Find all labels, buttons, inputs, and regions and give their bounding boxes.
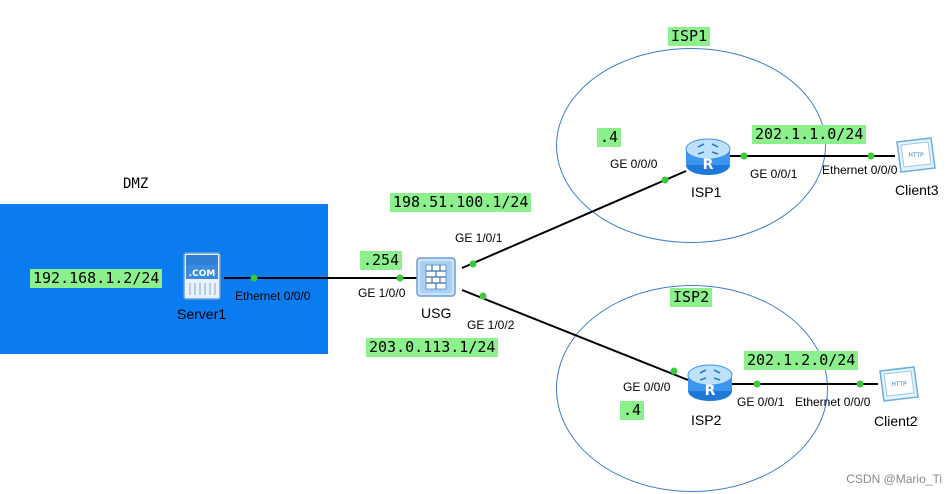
server1-label: Server1 <box>177 306 227 322</box>
client-glyph: HTTP <box>891 381 907 388</box>
ip-tag: 198.51.100.1/24 <box>390 193 532 212</box>
port-dot <box>661 176 669 184</box>
port-label: GE 0/0/1 <box>750 167 798 181</box>
ip-tag: .254 <box>360 251 403 270</box>
port-dot <box>867 152 875 160</box>
port-label: Ethernet 0/0/0 <box>822 163 898 177</box>
isp1-router-label: ISP1 <box>691 184 722 200</box>
http-client-icon[interactable]: HTTP <box>893 136 939 180</box>
usg-label: USG <box>421 305 452 321</box>
isp1-zone <box>556 48 826 243</box>
client-glyph: HTTP <box>908 152 924 159</box>
svg-text:R: R <box>703 157 714 173</box>
port-dot <box>856 380 864 388</box>
port-dot <box>479 292 487 300</box>
web-server-icon[interactable]: .COM <box>182 251 224 307</box>
http-client-icon[interactable]: HTTP <box>876 365 922 409</box>
port-label: GE 0/0/0 <box>623 380 671 394</box>
server-glyph: .COM <box>189 269 216 279</box>
ip-tag: 203.0.113.1/24 <box>366 338 499 357</box>
port-dot <box>250 274 258 282</box>
port-label: GE 1/0/0 <box>358 286 406 300</box>
port-dot <box>740 152 748 160</box>
ip-tag: 202.1.2.0/24 <box>744 351 859 370</box>
link-usg-isp1 <box>461 170 687 269</box>
link-usg-isp2 <box>461 289 689 381</box>
firewall-icon[interactable] <box>414 255 460 305</box>
port-label: GE 0/0/0 <box>610 157 658 171</box>
port-label: GE 0/0/1 <box>737 395 785 409</box>
port-label: GE 1/0/2 <box>467 318 515 332</box>
port-label: Ethernet 0/0/0 <box>235 289 311 303</box>
ip-tag: .4 <box>597 128 622 147</box>
svg-text:R: R <box>705 383 716 399</box>
watermark-text: CSDN @Mario_Ti <box>846 472 942 486</box>
client3-label: Client3 <box>895 182 939 198</box>
isp2-router-label: ISP2 <box>691 412 722 428</box>
port-dot <box>670 367 678 375</box>
isp2-zone-label: ISP2 <box>670 288 713 307</box>
port-label: Ethernet 0/0/0 <box>795 395 871 409</box>
dmz-zone-label: DMZ <box>123 176 149 192</box>
ip-tag: .4 <box>620 401 645 420</box>
isp1-zone-label: ISP1 <box>668 27 711 46</box>
client2-label: Client2 <box>874 413 918 429</box>
ip-tag: 192.168.1.2/24 <box>30 269 163 288</box>
router-icon[interactable]: R <box>684 135 732 181</box>
port-dot <box>396 274 404 282</box>
port-dot <box>753 380 761 388</box>
port-dot <box>469 260 477 268</box>
port-label: GE 1/0/1 <box>455 231 503 245</box>
router-icon[interactable]: R <box>686 361 734 407</box>
ip-tag: 202.1.1.0/24 <box>752 125 867 144</box>
isp2-zone <box>556 285 828 492</box>
